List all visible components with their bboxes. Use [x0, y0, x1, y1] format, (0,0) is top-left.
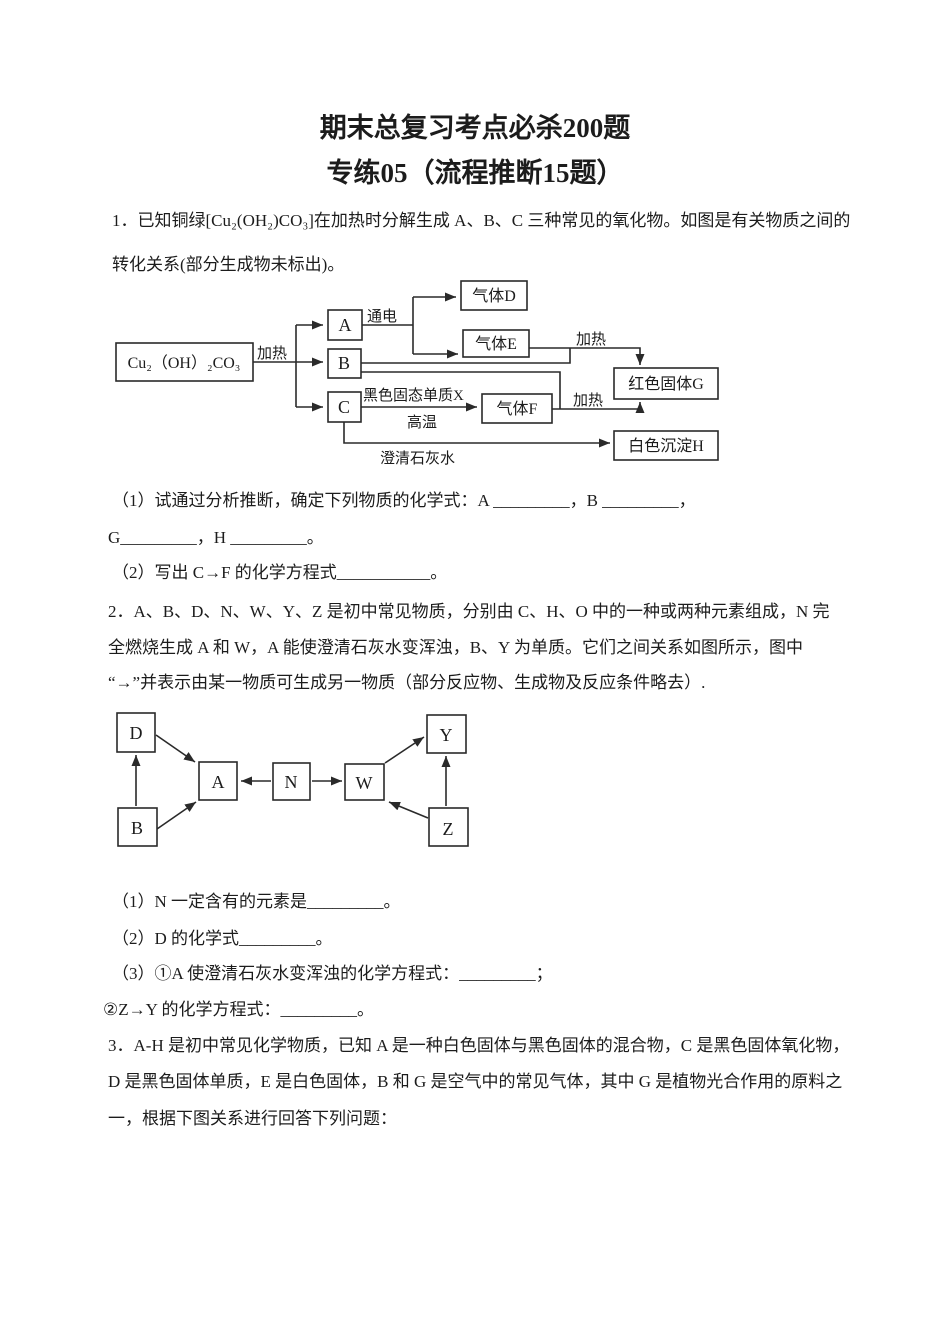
label-limewater: 澄清石灰水 [380, 450, 455, 467]
label-n: N [285, 772, 298, 792]
box-a [198, 761, 238, 801]
q2-diagram-connectors [131, 734, 451, 830]
box-copper-carbonate [115, 342, 254, 382]
label-b: B [338, 353, 350, 373]
q1-sub-question-2: （2）写出 C→F 的化学方程式___________。 [112, 563, 448, 582]
label-c: C [338, 397, 350, 417]
label-gas-f: 气体F [497, 400, 538, 418]
q2-sub-question-2: （2）D 的化学式_________。 [112, 929, 333, 948]
q2-sub-question-3b: ②Z→Y 的化学方程式：_________。 [103, 1000, 375, 1019]
q2-stem-line-1: 2．A、B、D、N、W、Y、Z 是初中常见物质，分别由 C、H、O 中的一种或两… [108, 602, 830, 621]
box-a [327, 309, 363, 341]
q1-stem-line-2: 转化关系(部分生成物未标出)。 [112, 255, 345, 274]
label-high-temp: 高温 [407, 414, 437, 431]
q2-diagram-box-labels: D A B N W Y Z [130, 723, 454, 839]
q2-sub-question-1: （1）N 一定含有的元素是_________。 [112, 892, 401, 911]
box-c [327, 391, 362, 423]
page-title: 期末总复习考点必杀200题 [319, 113, 631, 143]
q1-stem-line-1: 1．已知铜绿[Cu₂(OH₂)CO₃]在加热时分解生成 A、B、C 三种常见的氧… [112, 211, 851, 230]
label-z: Z [443, 819, 454, 839]
copper-carbonate-formula: Cu₂（OH）₂CO₃ [128, 354, 241, 372]
box-gas-d [460, 280, 528, 311]
q1-diagram-connectors [253, 292, 645, 448]
box-b [117, 807, 158, 847]
box-d [116, 712, 156, 753]
label-white-precipitate-h: 白色沉淀H [628, 437, 704, 455]
q1-flow-diagram: Cu₂（OH）₂CO₃ A B C 气体D 气体E 气体F 红色固体G 白色沉淀… [115, 280, 719, 467]
q3-stem-line-2: D 是黑色固体单质，E 是白色固体，B 和 G 是空气中的常见气体，其中 G 是… [108, 1072, 843, 1091]
q2-stem-line-3: “→”并表示由某一物质可生成另一物质（部分反应物、生成物及反应条件略去）. [108, 673, 706, 692]
box-gas-e [462, 329, 530, 358]
q1-sub-question-1: （1）试通过分析推断，确定下列物质的化学式：A _________，B ____… [112, 491, 696, 510]
q3-stem-line-3: 一，根据下图关系进行回答下列问题： [108, 1109, 397, 1128]
label-heat-1: 加热 [257, 345, 287, 362]
page-subtitle: 专练05（流程推断15题） [326, 158, 624, 188]
q1-diagram-boxes [115, 280, 719, 461]
label-gas-e: 气体E [475, 335, 517, 353]
q1-sub-question-1b: G_________，H _________。 [108, 528, 324, 547]
q2-stem-line-2: 全燃烧生成 A 和 W，A 能使澄清石灰水变浑浊，B、Y 为单质。它们之间关系如… [108, 638, 803, 657]
label-a: A [212, 772, 225, 792]
label-w: W [356, 773, 373, 793]
label-electrolysis: 通电 [367, 308, 397, 325]
label-a: A [339, 315, 352, 335]
q2-sub-question-3a: （3）①A 使澄清石灰水变浑浊的化学方程式：_________； [112, 964, 553, 983]
box-z [428, 807, 469, 847]
box-w [344, 763, 385, 801]
label-y: Y [440, 725, 453, 745]
q1-diagram-condition-labels: 加热 通电 黑色固态单质X 高温 加热 加热 澄清石灰水 [257, 308, 606, 467]
box-n [272, 762, 311, 801]
q1-diagram-box-labels: Cu₂（OH）₂CO₃ A B C 气体D 气体E 气体F 红色固体G 白色沉淀… [128, 287, 705, 455]
label-heat-2: 加热 [576, 331, 606, 348]
label-heat-3: 加热 [573, 392, 603, 409]
box-b [327, 348, 362, 379]
q2-diagram-boxes [116, 712, 469, 847]
box-y [426, 714, 467, 754]
q3-stem-line-1: 3．A-H 是初中常见化学物质，已知 A 是一种白色固体与黑色固体的混合物，C … [108, 1036, 850, 1055]
box-gas-f [481, 393, 553, 424]
box-red-solid-g [613, 367, 719, 400]
label-gas-d: 气体D [472, 287, 516, 305]
label-black-solid-x: 黑色固态单质X [363, 387, 464, 404]
q2-relation-diagram: D A B N W Y Z [116, 712, 469, 847]
label-d: D [130, 723, 143, 743]
label-red-solid-g: 红色固体G [628, 375, 704, 393]
box-white-precipitate-h [613, 430, 719, 461]
label-b: B [131, 818, 143, 838]
